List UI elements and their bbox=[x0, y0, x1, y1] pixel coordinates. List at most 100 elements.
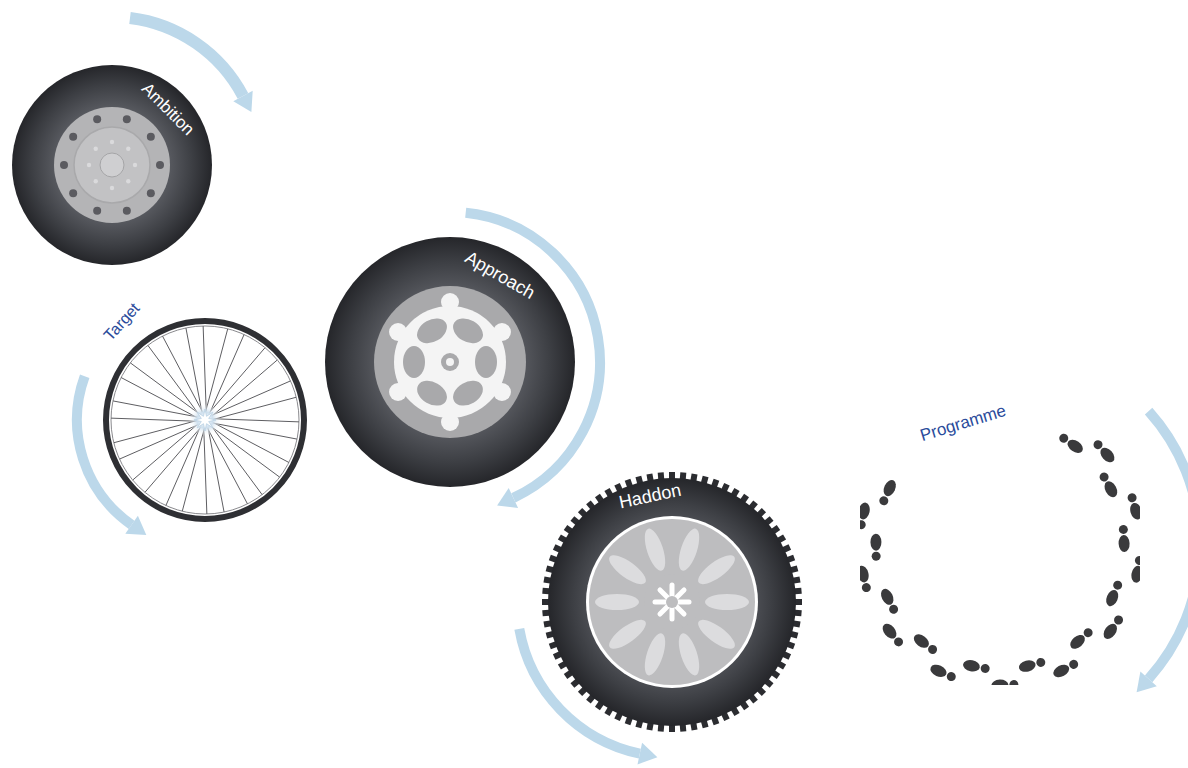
wheel-node: Target bbox=[102, 317, 308, 523]
footprint bbox=[1101, 613, 1126, 641]
tire bbox=[12, 65, 212, 265]
footprint bbox=[1130, 555, 1140, 583]
spoke bbox=[210, 360, 277, 417]
footprint bbox=[1091, 438, 1117, 465]
spoke bbox=[203, 326, 206, 414]
spoke-gap bbox=[413, 313, 452, 348]
footprint bbox=[991, 679, 1018, 685]
wheel-node: Ambition bbox=[12, 65, 212, 265]
spoke bbox=[210, 424, 262, 495]
hub-petal bbox=[641, 526, 670, 573]
heel bbox=[1098, 471, 1110, 483]
spoke bbox=[182, 426, 205, 511]
heel bbox=[1112, 579, 1124, 591]
arrow-head bbox=[1137, 671, 1157, 692]
spoke bbox=[111, 418, 199, 421]
spoke-gap bbox=[403, 346, 425, 378]
hub-dot bbox=[94, 147, 98, 151]
lug-bolt bbox=[93, 207, 101, 215]
lug-bolt bbox=[156, 161, 164, 169]
tread-wheel bbox=[542, 472, 802, 732]
footprint bbox=[1051, 657, 1080, 679]
lug-bolt bbox=[69, 189, 77, 197]
wheel-label: Target bbox=[101, 300, 143, 344]
footprint bbox=[911, 632, 939, 657]
heel bbox=[861, 582, 872, 593]
footprint bbox=[870, 534, 881, 561]
lug-bolt bbox=[147, 189, 155, 197]
hub-dot bbox=[94, 179, 98, 183]
hub-dot bbox=[446, 358, 454, 366]
spoke-gap bbox=[449, 313, 488, 348]
spoke-gap bbox=[413, 376, 452, 411]
spoke-end bbox=[441, 413, 459, 431]
spoke bbox=[210, 423, 297, 439]
footprint bbox=[860, 502, 871, 531]
hub-star bbox=[655, 600, 666, 605]
sole bbox=[1051, 662, 1071, 680]
spoke-gap bbox=[475, 346, 497, 378]
spoke bbox=[205, 329, 228, 414]
hub-dot bbox=[110, 140, 114, 144]
spoke bbox=[211, 397, 296, 420]
spoke-end bbox=[389, 323, 407, 341]
tire bbox=[325, 237, 575, 487]
inner-rim bbox=[111, 326, 299, 514]
heel bbox=[892, 636, 905, 649]
heel bbox=[1134, 555, 1140, 565]
sole bbox=[1101, 621, 1120, 641]
spoke bbox=[148, 345, 200, 416]
hub-star bbox=[670, 585, 675, 596]
spoke bbox=[210, 381, 291, 416]
rim bbox=[106, 321, 304, 519]
car-wheel bbox=[325, 237, 575, 487]
wheel-label: Programme bbox=[918, 401, 1008, 443]
footprint bbox=[878, 587, 900, 616]
hub-star bbox=[194, 409, 216, 431]
arrow-head bbox=[638, 743, 658, 765]
lug-bolt bbox=[147, 133, 155, 141]
footprint bbox=[1057, 431, 1085, 455]
heel bbox=[980, 663, 991, 674]
footprint bbox=[1126, 492, 1140, 521]
heel bbox=[878, 495, 890, 507]
spoke bbox=[114, 420, 199, 443]
bicycle-wheel bbox=[106, 321, 304, 519]
arrow-head bbox=[497, 488, 518, 508]
heel bbox=[1092, 438, 1105, 451]
footprint bbox=[928, 662, 957, 683]
footprint bbox=[1097, 470, 1120, 499]
truck-wheel bbox=[12, 65, 212, 265]
spoke bbox=[204, 426, 207, 514]
arrow-head bbox=[125, 516, 146, 535]
spoke bbox=[186, 328, 202, 415]
hub-petal bbox=[675, 631, 704, 678]
heel bbox=[1009, 680, 1018, 685]
hub-glow bbox=[189, 404, 221, 436]
hub-petal bbox=[705, 594, 749, 610]
spoke-gap bbox=[449, 376, 488, 411]
heel bbox=[860, 519, 867, 530]
footprint-circle bbox=[860, 431, 1140, 685]
sole bbox=[928, 662, 948, 679]
wheel-illustration bbox=[12, 65, 212, 265]
footprint-node: Programme bbox=[860, 405, 1140, 685]
hub-dot bbox=[110, 186, 114, 190]
hub bbox=[589, 519, 755, 685]
lug-bolt bbox=[123, 207, 131, 215]
heel bbox=[872, 552, 881, 561]
spoke-end bbox=[493, 323, 511, 341]
heel bbox=[1035, 657, 1046, 668]
hub-dot bbox=[126, 179, 130, 183]
heel bbox=[1068, 658, 1080, 670]
lug-bolt bbox=[123, 115, 131, 123]
hub-petal bbox=[595, 594, 639, 610]
hub-face bbox=[394, 306, 506, 418]
footprint bbox=[877, 478, 898, 507]
wheel-node: Haddon bbox=[542, 472, 802, 732]
hub bbox=[54, 107, 170, 223]
wheel-illustration bbox=[325, 237, 575, 487]
spoke bbox=[206, 426, 247, 504]
hub-petal bbox=[694, 615, 739, 654]
